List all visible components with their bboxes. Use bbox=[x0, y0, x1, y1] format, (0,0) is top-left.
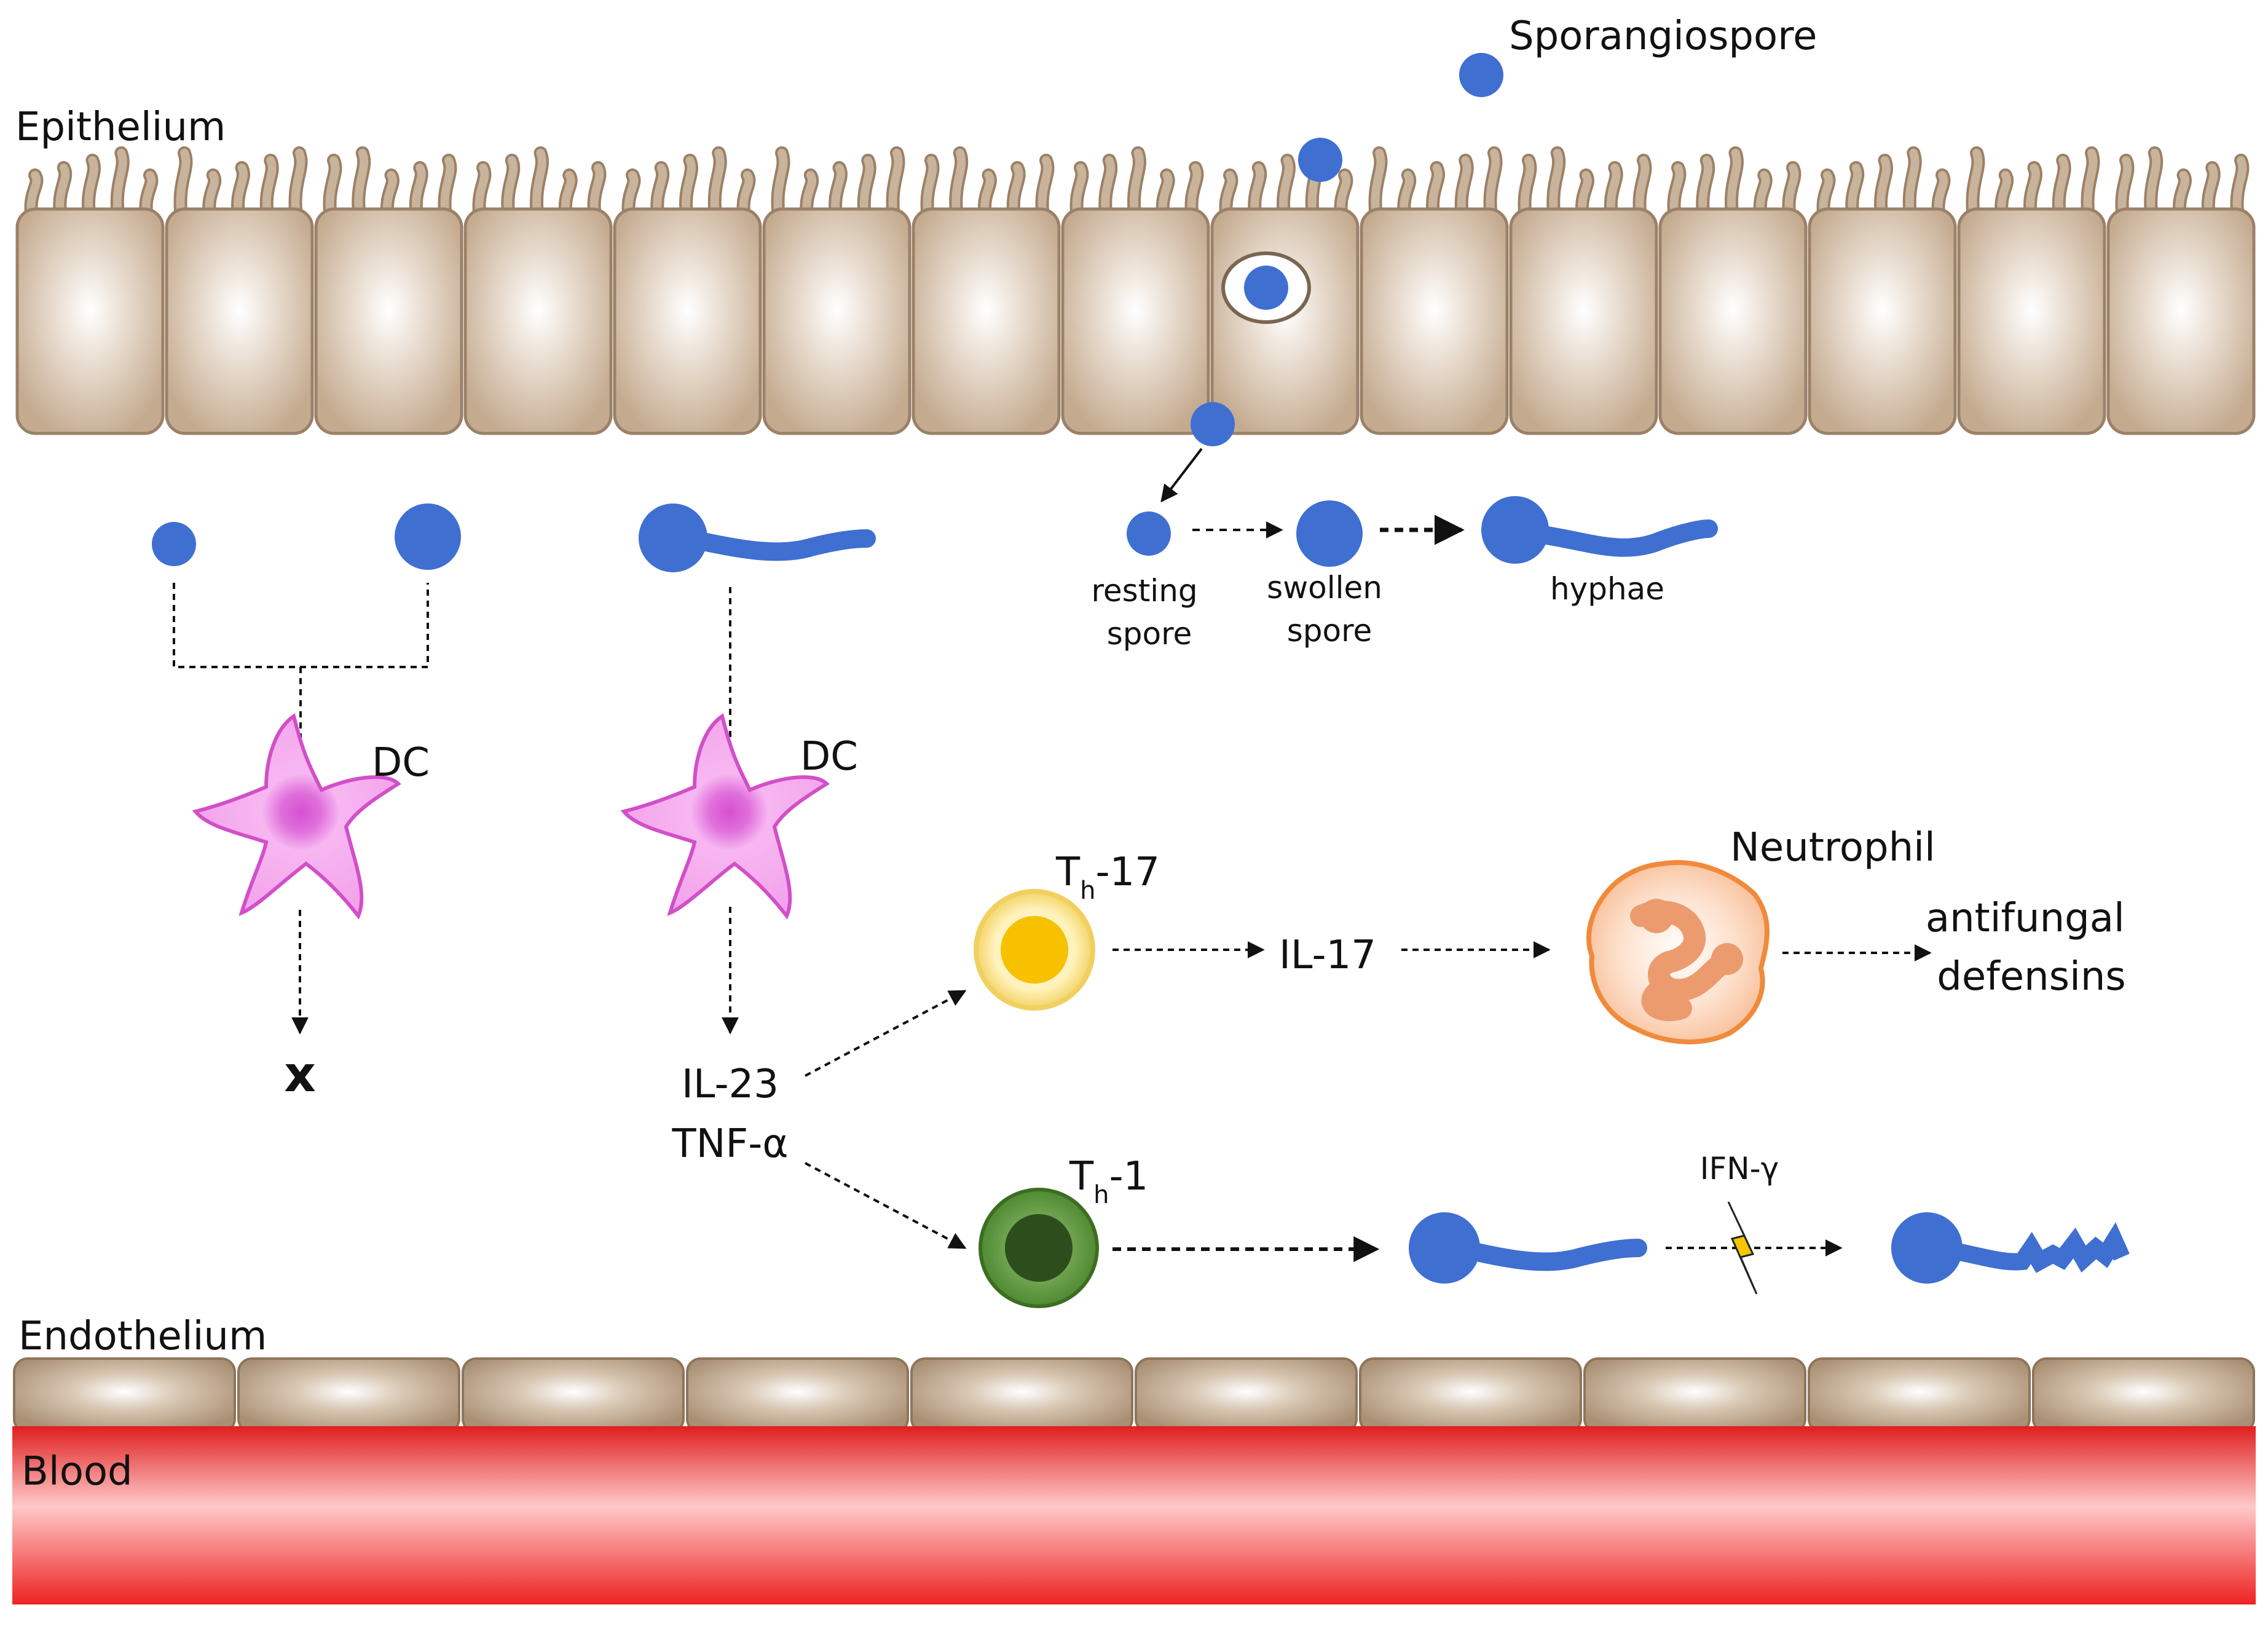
swollen-spore bbox=[1296, 500, 1363, 567]
endothelium-layer bbox=[13, 1357, 2255, 1434]
epithelial-cell bbox=[314, 146, 463, 435]
label-dc-left: DC bbox=[372, 740, 430, 786]
arrow-cytokines-to-th17 bbox=[805, 990, 967, 1077]
endothelial-cell bbox=[1808, 1357, 2031, 1434]
blood-layer bbox=[12, 1426, 2256, 1604]
arrow-exit-to-resting bbox=[1160, 448, 1203, 503]
label-dc-right: DC bbox=[800, 734, 858, 779]
th1-cell bbox=[978, 1188, 1099, 1308]
label-sporangiospore: Sporangiospore bbox=[1509, 14, 1817, 59]
endothelial-cell bbox=[686, 1357, 909, 1434]
label-th17: Th-17 bbox=[1055, 850, 1160, 905]
label-swollen-spore: swollen spore bbox=[1267, 570, 1392, 649]
neutrophil-cell bbox=[1586, 860, 1770, 1044]
dendritic-cell-left bbox=[192, 713, 401, 920]
sporangiospore-floating bbox=[1459, 53, 1503, 97]
endothelial-cell bbox=[13, 1357, 236, 1434]
lightning-bolt-icon bbox=[1727, 1201, 1758, 1295]
label-th1: Th-1 bbox=[1069, 1154, 1148, 1209]
label-antifungal-defensins: antifungal defensins bbox=[1926, 896, 2137, 1000]
label-tnf-alpha: TNF-α bbox=[671, 1121, 788, 1167]
endothelial-cell bbox=[462, 1357, 685, 1434]
label-resting-spore: resting spore bbox=[1091, 573, 1207, 652]
epithelial-cell bbox=[762, 146, 912, 435]
epithelium-layer bbox=[15, 146, 2256, 435]
epithelial-cell bbox=[165, 146, 314, 435]
endothelial-cell bbox=[910, 1357, 1133, 1434]
hyphae-damaged bbox=[1891, 1212, 2130, 1284]
label-il23: IL-23 bbox=[682, 1062, 779, 1107]
epithelial-cell bbox=[2106, 146, 2256, 435]
endothelial-cell bbox=[237, 1357, 460, 1434]
endothelial-cell bbox=[1135, 1357, 1358, 1434]
label-blood: Blood bbox=[22, 1449, 133, 1494]
epithelial-cell bbox=[1360, 146, 1509, 435]
arrow-cytokines-to-th1 bbox=[805, 1162, 967, 1249]
endothelial-cell bbox=[1583, 1357, 1806, 1434]
epithelial-cell bbox=[1957, 146, 2106, 435]
endothelial-cell bbox=[2032, 1357, 2255, 1434]
th17-cell bbox=[974, 889, 1095, 1011]
epithelial-cell bbox=[1658, 146, 1808, 435]
resting-spore bbox=[1127, 511, 1171, 556]
epithelial-cell bbox=[1509, 146, 1658, 435]
hyphae-shape bbox=[1481, 496, 1718, 564]
label-hyphae: hyphae bbox=[1550, 571, 1664, 607]
epithelial-cell bbox=[463, 146, 613, 435]
epithelial-cell bbox=[912, 146, 1061, 435]
epithelial-cell bbox=[613, 146, 762, 435]
label-neutrophil: Neutrophil bbox=[1730, 825, 1935, 870]
label-il17: IL-17 bbox=[1279, 933, 1376, 978]
label-endothelium: Endothelium bbox=[18, 1314, 267, 1359]
dc-right-hyphae bbox=[639, 503, 876, 572]
endothelial-cell bbox=[1359, 1357, 1582, 1434]
label-epithelium: Epithelium bbox=[15, 105, 226, 150]
left-resting-spore bbox=[152, 522, 196, 566]
sporangiospore-attached bbox=[1298, 138, 1342, 182]
hyphae-intact bbox=[1409, 1212, 1647, 1284]
left-swollen-spore bbox=[395, 503, 461, 570]
spore-exiting bbox=[1191, 402, 1235, 446]
left-bracket-lines bbox=[173, 583, 429, 747]
epithelial-cell bbox=[1808, 146, 1957, 435]
endocytosed-spore bbox=[1221, 251, 1311, 324]
label-no-response: x bbox=[284, 1046, 316, 1103]
dendritic-cell-right bbox=[620, 713, 830, 920]
label-ifn-gamma: IFN-γ bbox=[1700, 1151, 1779, 1186]
epithelial-cell bbox=[15, 146, 165, 435]
epithelial-cell bbox=[1061, 146, 1210, 435]
